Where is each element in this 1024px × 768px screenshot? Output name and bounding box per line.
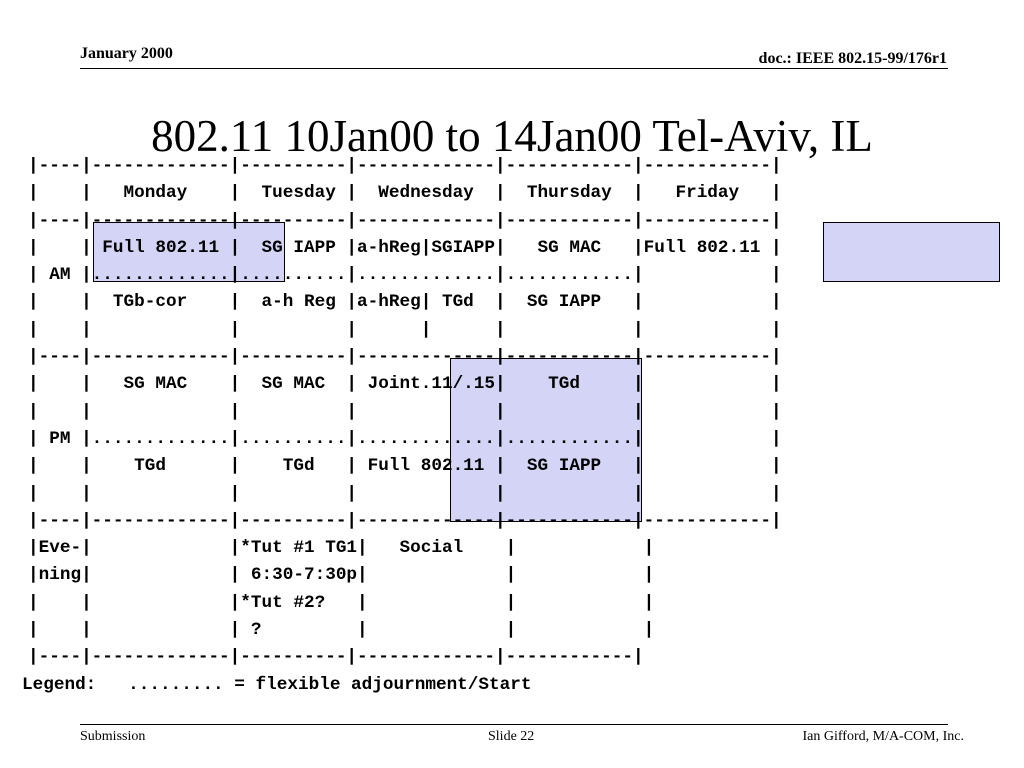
- footer-rule: [80, 724, 948, 725]
- schedule-grid: |----|-------------|----------|---------…: [28, 156, 782, 668]
- legend: Legend: ......... = flexible adjournment…: [22, 675, 532, 695]
- highlight-wednesday-pm: [450, 358, 642, 522]
- footer-author: Ian Gifford, M/A-COM, Inc.: [802, 729, 965, 744]
- header-date: January 2000: [80, 45, 173, 62]
- header-rule: [80, 68, 948, 69]
- footer-slide-number: Slide 22: [488, 729, 535, 744]
- header-doc-id: doc.: IEEE 802.15-99/176r1: [758, 50, 947, 67]
- slide-title: 802.11 10Jan00 to 14Jan00 Tel-Aviv, IL: [151, 111, 873, 161]
- footer-submission: Submission: [80, 729, 146, 744]
- highlight-friday-am: [823, 222, 1000, 282]
- highlight-monday-am: [93, 222, 285, 282]
